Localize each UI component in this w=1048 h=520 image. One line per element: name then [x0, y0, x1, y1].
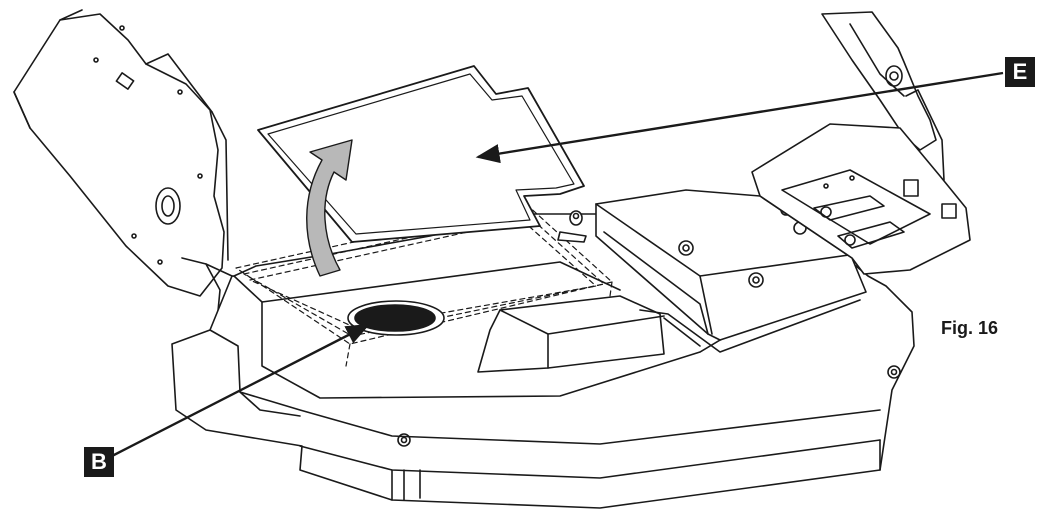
filter-panel — [257, 65, 585, 243]
callout-label-b: B — [84, 447, 114, 477]
lift-arrow — [306, 139, 353, 277]
leader-e — [475, 71, 1004, 164]
oval-opening — [347, 300, 445, 336]
leader-lines — [111, 71, 1004, 458]
figure-caption: Fig. 16 — [941, 318, 999, 338]
locating-pin — [557, 210, 587, 243]
deck-block — [477, 295, 665, 373]
left-door-panel — [13, 9, 247, 357]
terminal-bay — [751, 89, 971, 275]
callout-label-e: E — [1005, 57, 1035, 87]
control-box — [595, 189, 867, 353]
leader-b — [111, 323, 371, 458]
